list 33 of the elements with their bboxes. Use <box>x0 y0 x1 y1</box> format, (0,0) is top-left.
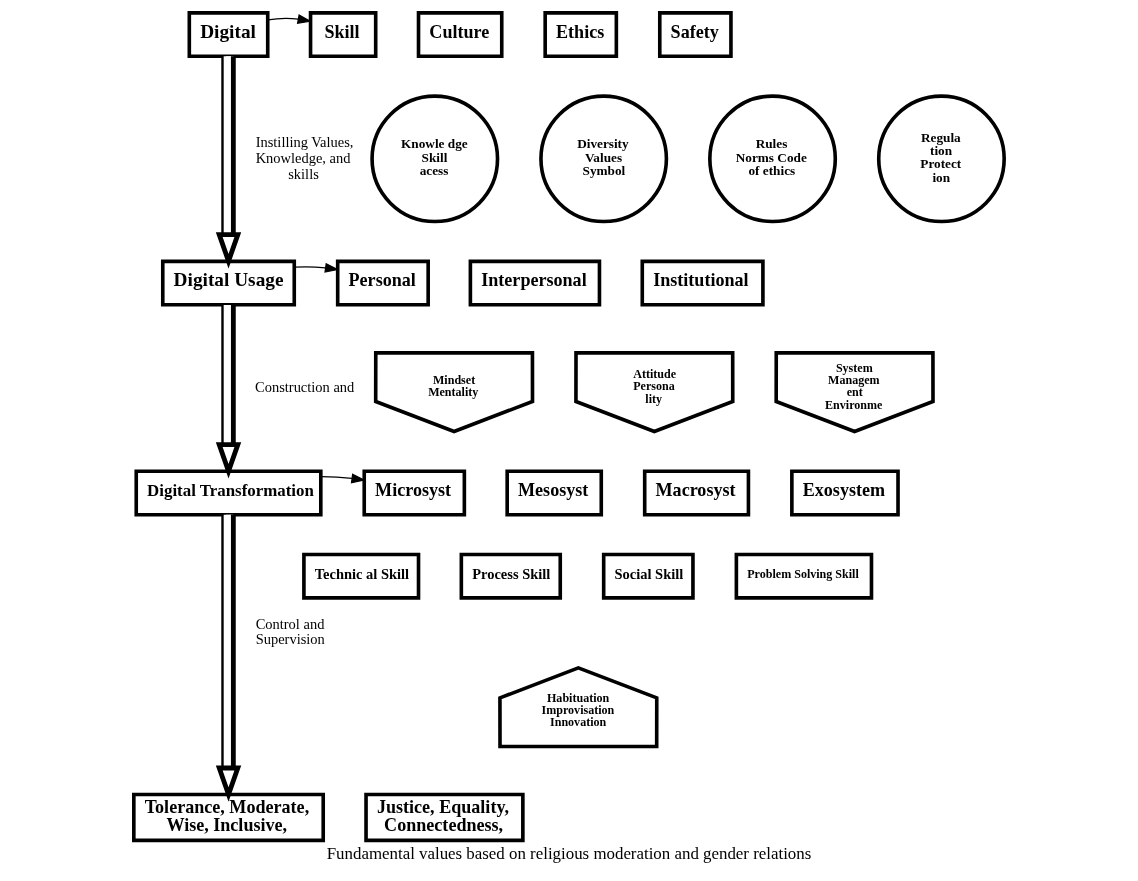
arrow <box>215 304 242 479</box>
node-box: Culture <box>416 11 504 59</box>
node-circle: Regula tion Protect ion <box>876 94 1006 224</box>
edge-label: Control and Supervision <box>255 615 325 648</box>
edge-label: Instilling Values, Knowledge, and skills <box>255 134 354 182</box>
edge-label: Construction and <box>255 379 355 396</box>
node-circle: Rules Norms Code of ethics <box>708 94 838 224</box>
node-box: Process Skill <box>459 552 563 600</box>
node-circle: Diversity Values Symbol <box>539 94 669 224</box>
node-box: Tolerance, Moderate, Wise, Inclusive, <box>132 792 326 843</box>
arrow <box>320 473 366 484</box>
node-box: Digital <box>187 11 270 59</box>
caption: Fundamental values based on religious moderation and gender relations <box>326 843 812 863</box>
node-box: Justice, Equality, Connectedness, <box>364 792 525 843</box>
node-box: Microsyst <box>362 469 467 517</box>
node-box: Digital Usage <box>160 259 297 307</box>
node-box: Personal <box>335 259 430 307</box>
node-box: Mesosyst <box>505 469 604 517</box>
node-box: Interpersonal <box>468 259 602 307</box>
node-box: Exosystem <box>790 469 900 517</box>
node-box: Institutional <box>640 259 765 307</box>
node-box: Safety <box>657 11 733 59</box>
node-circle: Knowle dge Skill acess <box>370 94 500 224</box>
node-box: Macrosyst <box>642 469 751 517</box>
node-box: Digital Transformation <box>134 469 323 517</box>
node-box: Problem Solving Skill <box>734 552 874 600</box>
arrow <box>215 56 242 269</box>
arrow <box>215 514 242 802</box>
node-box: Skill <box>308 11 378 59</box>
node-box: Social Skill <box>601 552 695 600</box>
node-box: Technic al Skill <box>302 552 421 600</box>
node-box: Ethics <box>543 11 619 59</box>
arrow <box>267 13 312 24</box>
